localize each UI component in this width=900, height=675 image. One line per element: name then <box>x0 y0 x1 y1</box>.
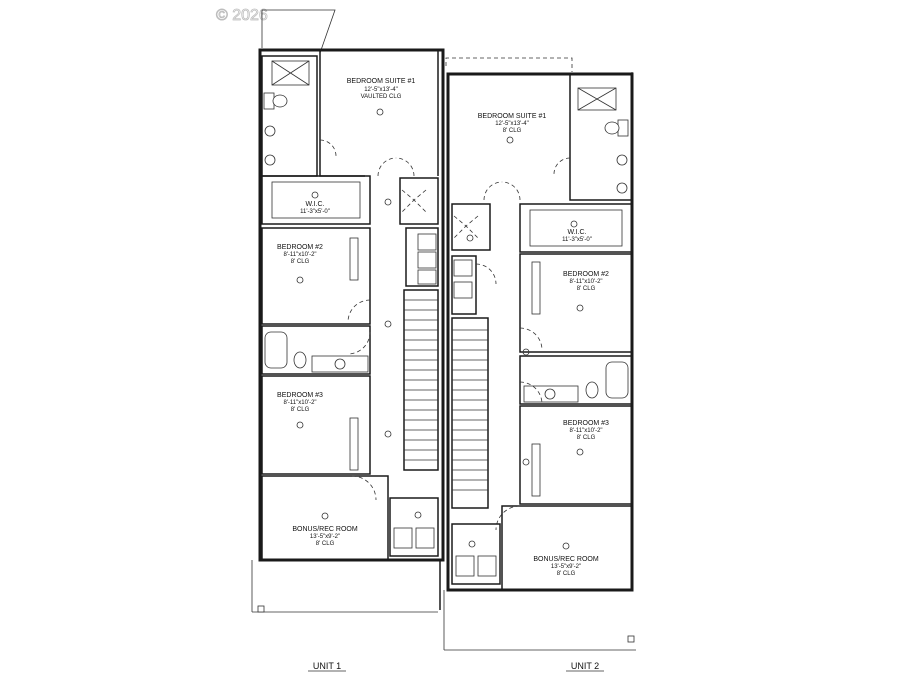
unit-1-bonus-room <box>261 475 389 561</box>
unit-1-sink-2 <box>264 154 276 166</box>
unit-2-light-fixtures <box>466 136 584 550</box>
unit-1-bed2-name: BEDROOM #2 <box>277 244 323 251</box>
unit-1-suite-ceiling: VAULTED CLG <box>361 94 402 100</box>
unit-2-label: UNIT 2 <box>571 661 599 671</box>
unit-1-bonus-ceiling: 8' CLG <box>316 541 335 547</box>
unit-1-linen-closet <box>399 177 439 225</box>
unit-1-bed2-closet <box>349 237 359 281</box>
unit-1-stair-treads <box>404 299 438 461</box>
unit-2-laundry-closet <box>451 523 501 585</box>
unit-1-exterior-wall <box>258 48 445 562</box>
unit-2-bonus-door <box>495 505 521 531</box>
unit-2-stair-treads <box>452 329 488 491</box>
unit-2-laundry <box>451 255 477 315</box>
unit-1-bed3-closet <box>349 417 359 471</box>
unit-1-wic-dims: 11'-3"x5'-0" <box>300 209 330 215</box>
unit-2-wic-dims: 11'-3"x5'-0" <box>562 237 592 243</box>
unit-2-dryer <box>477 555 497 577</box>
unit-2-suite-name: BEDROOM SUITE #1 <box>478 113 547 120</box>
unit-1-sink-1 <box>264 125 276 137</box>
unit-1-suite-wall <box>319 50 365 177</box>
unit-2-wic <box>519 203 633 253</box>
unit-1-suite-dims: 12'-5"x13'-4" <box>364 87 398 93</box>
unit-1-roof-outline <box>262 9 336 54</box>
unit-1-suite-door-swing <box>377 157 397 177</box>
unit-1-bed3-ceiling: 8' CLG <box>291 407 310 413</box>
unit-2-hall-bath <box>519 355 633 405</box>
unit-2-toilet <box>604 121 620 135</box>
unit-2-bonus-room <box>501 505 633 591</box>
unit-1-plan: BEDROOM SUITE #1 12'-5"x13'-4" VAULTED C… <box>251 9 445 672</box>
unit-2-suite-door-swing <box>483 181 503 201</box>
unit-2-bonus-name: BONUS/REC ROOM <box>533 556 599 563</box>
unit-1-laundry <box>405 227 439 287</box>
unit-1-dryer <box>415 527 435 549</box>
unit-1-toilet-tank <box>263 92 275 110</box>
unit-2-post <box>627 635 635 643</box>
unit-1-bedroom-2 <box>261 227 371 325</box>
unit-1-bonus-name: BONUS/REC ROOM <box>292 526 358 533</box>
unit-2-bed2-ceiling: 8' CLG <box>577 286 596 292</box>
unit-2-sink-2 <box>616 182 628 194</box>
unit-2-washer <box>455 555 475 577</box>
unit-1-bed2-dims: 8'-11"x10'-2" <box>283 252 316 258</box>
unit-2-sink-1 <box>616 154 628 166</box>
unit-1-bed2-door <box>347 299 371 323</box>
unit-2-exterior-wall <box>446 72 634 592</box>
unit-2-wic-name: W.I.C. <box>567 229 586 236</box>
unit-1-wic <box>261 175 371 225</box>
unit-2-bed2-door <box>519 327 543 351</box>
unit-2-bed2-closet <box>531 261 541 315</box>
unit-2-tub <box>605 361 629 399</box>
unit-1-laundry-closet <box>389 497 439 557</box>
unit-2-bedroom-2 <box>519 253 633 353</box>
unit-1-tub <box>264 331 288 369</box>
unit-1-bed3-name: BEDROOM #3 <box>277 392 323 399</box>
unit-1-suite-name: BEDROOM SUITE #1 <box>347 78 416 85</box>
unit-2-bonus-ceiling: 8' CLG <box>557 571 576 577</box>
unit-2-bed3-name: BEDROOM #3 <box>563 420 609 427</box>
unit-1-toilet <box>272 94 288 108</box>
unit-1-bonus-door <box>351 475 377 501</box>
unit-2-plan: BEDROOM SUITE #1 12'-5"x13'-4" 8' CLG W.… <box>443 57 636 672</box>
unit-2-toilet-tank <box>617 119 629 137</box>
unit-2-suite-ceiling: 8' CLG <box>503 128 522 134</box>
unit-1-hall-bath <box>261 325 371 375</box>
unit-2-bed2-name: BEDROOM #2 <box>563 271 609 278</box>
unit-2-stair <box>451 317 489 509</box>
unit-2-bonus-dims: 13'-5"x9'-2" <box>551 564 581 570</box>
unit-1-light-fixtures <box>296 108 422 520</box>
unit-1-wic-name: W.I.C. <box>305 201 324 208</box>
unit-1-bed2-ceiling: 8' CLG <box>291 259 310 265</box>
unit-2-bed3-closet <box>531 443 541 497</box>
unit-1-washer <box>393 527 413 549</box>
unit-2-bed3-ceiling: 8' CLG <box>577 435 596 441</box>
copyright-watermark: © 2026 <box>216 7 268 24</box>
unit-2-linen-closet <box>451 203 491 251</box>
unit-2-bed2-dims: 8'-11"x10'-2" <box>569 279 602 285</box>
unit-2-bedroom-3 <box>519 405 633 505</box>
unit-1-post <box>257 605 265 613</box>
unit-2-roof-outline <box>445 57 573 72</box>
unit-1-bed3-dims: 8'-11"x10'-2" <box>283 400 316 406</box>
unit-2-hall-toilet <box>585 381 599 399</box>
unit-1-label: UNIT 1 <box>313 661 341 671</box>
unit-2-suite-dims: 12'-5"x13'-4" <box>495 121 529 127</box>
unit-2-suite-wall <box>569 74 632 201</box>
unit-1-bonus-dims: 13'-5"x9'-2" <box>310 534 340 540</box>
unit-1-hall-toilet <box>293 351 307 369</box>
unit-1-bedroom-3 <box>261 375 371 475</box>
unit-2-bed3-dims: 8'-11"x10'-2" <box>569 428 602 434</box>
